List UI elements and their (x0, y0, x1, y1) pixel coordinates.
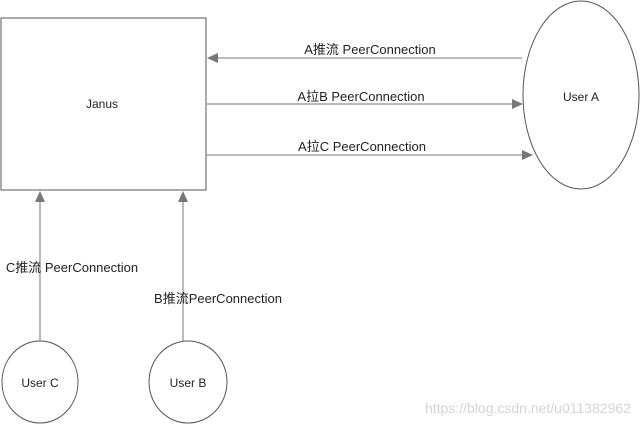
edge-a-pull-c-label: A拉C PeerConnection (298, 139, 426, 154)
watermark: https://blog.csdn.net/u011382962 (425, 400, 631, 416)
user-a-node (522, 0, 640, 190)
edge-a-pull-b-arrowhead (512, 99, 523, 109)
edge-b-push-arrowhead (178, 191, 188, 202)
edge-b-push-label: B推流PeerConnection (154, 291, 282, 306)
user-b-label: User B (170, 376, 207, 390)
edge-b-push (178, 191, 188, 341)
user-a-label: User A (563, 90, 599, 104)
edge-a-pull-b-label: A拉B PeerConnection (297, 89, 424, 104)
janus-node (0, 17, 207, 191)
edge-a-pull-b (207, 99, 523, 109)
user-c-label: User C (21, 376, 59, 390)
edge-c-push-label: C推流 PeerConnection (6, 260, 138, 275)
edge-a-push (207, 53, 522, 63)
edge-c-push-arrowhead (35, 191, 45, 202)
edge-a-pull-c (207, 150, 533, 160)
edge-a-push-arrowhead (207, 53, 218, 63)
user-b-node (148, 340, 228, 424)
edge-a-pull-c-arrowhead (522, 150, 533, 160)
edge-c-push (35, 191, 45, 341)
janus-label: Janus (86, 97, 118, 111)
edge-a-push-label: A推流 PeerConnection (304, 42, 436, 57)
